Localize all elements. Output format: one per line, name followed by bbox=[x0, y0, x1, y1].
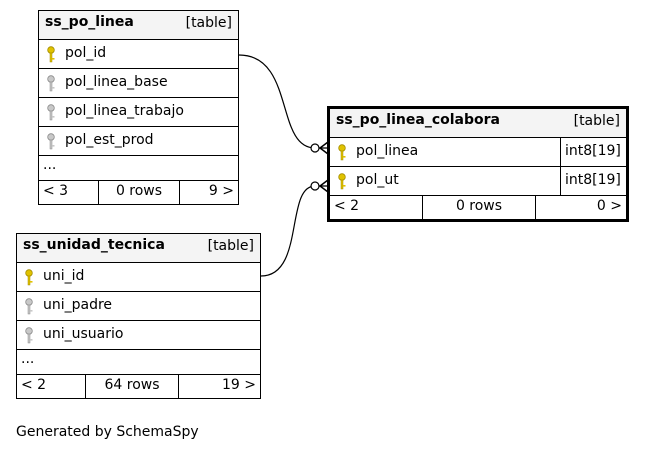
column-row[interactable]: pol_ut int8[19] bbox=[330, 167, 626, 196]
table-kind: [table] bbox=[573, 113, 620, 129]
more-columns-ellipsis: ... bbox=[21, 351, 35, 367]
index-key-icon bbox=[25, 327, 33, 344]
column-type: int8[19] bbox=[560, 167, 626, 195]
more-columns[interactable]: ... bbox=[39, 156, 238, 181]
column-name: pol_id bbox=[65, 45, 107, 61]
column-name: pol_linea bbox=[356, 143, 419, 159]
index-key-icon bbox=[47, 75, 55, 92]
row-count: 64 rows bbox=[85, 375, 179, 398]
table-kind: [table] bbox=[185, 15, 232, 31]
table-ss-unidad-tecnica[interactable]: ss_unidad_tecnica [table] uni_id uni_pad… bbox=[16, 233, 261, 399]
column-row[interactable]: pol_id bbox=[39, 40, 238, 69]
index-key-icon bbox=[47, 104, 55, 121]
index-key-icon bbox=[25, 298, 33, 315]
table-name: ss_po_linea_colabora bbox=[336, 112, 500, 128]
generated-by-label: Generated by SchemaSpy bbox=[16, 424, 199, 440]
primary-key-icon bbox=[25, 269, 33, 286]
row-count: 0 rows bbox=[422, 196, 536, 219]
parents-link[interactable]: < 2 bbox=[21, 377, 47, 393]
column-name: pol_linea_base bbox=[65, 74, 168, 90]
parents-link[interactable]: < 2 bbox=[334, 198, 360, 214]
table-footer: < 3 0 rows 9 > bbox=[39, 181, 238, 204]
column-name: uni_usuario bbox=[43, 326, 124, 342]
column-type: int8[19] bbox=[560, 138, 626, 166]
column-name: uni_padre bbox=[43, 297, 113, 313]
column-name: pol_est_prod bbox=[65, 132, 154, 148]
index-key-icon bbox=[47, 133, 55, 150]
column-name: pol_linea_trabajo bbox=[65, 103, 184, 119]
table-ss-po-linea[interactable]: ss_po_linea [table] pol_id pol_linea_bas… bbox=[38, 10, 239, 205]
column-row[interactable]: pol_linea_trabajo bbox=[39, 98, 238, 127]
table-header[interactable]: ss_po_linea [table] bbox=[39, 11, 238, 40]
table-header[interactable]: ss_unidad_tecnica [table] bbox=[17, 234, 260, 263]
children-link[interactable]: 19 > bbox=[222, 377, 256, 393]
relationship-pol-id-to-pol-linea bbox=[238, 54, 328, 149]
table-footer: < 2 0 rows 0 > bbox=[330, 196, 626, 219]
table-kind: [table] bbox=[207, 238, 254, 254]
more-columns-ellipsis: ... bbox=[43, 157, 57, 173]
children-link[interactable]: 0 > bbox=[596, 198, 622, 214]
relationship-optional-marker bbox=[310, 181, 320, 191]
column-row[interactable]: uni_usuario bbox=[17, 321, 260, 350]
relationship-uni-id-to-pol-ut bbox=[260, 185, 328, 277]
column-row[interactable]: pol_linea_base bbox=[39, 69, 238, 98]
table-name: ss_unidad_tecnica bbox=[23, 237, 165, 253]
children-link[interactable]: 9 > bbox=[208, 183, 234, 199]
primary-key-icon bbox=[338, 144, 346, 161]
column-name: uni_id bbox=[43, 268, 85, 284]
table-name: ss_po_linea bbox=[45, 14, 134, 30]
relationship-crowsfoot bbox=[318, 179, 329, 193]
table-footer: < 2 64 rows 19 > bbox=[17, 375, 260, 398]
column-row[interactable]: pol_linea int8[19] bbox=[330, 138, 626, 167]
table-ss-po-linea-colabora[interactable]: ss_po_linea_colabora [table] pol_linea i… bbox=[327, 106, 629, 222]
relationship-crowsfoot bbox=[318, 141, 329, 155]
column-row[interactable]: pol_est_prod bbox=[39, 127, 238, 156]
more-columns[interactable]: ... bbox=[17, 350, 260, 375]
parents-link[interactable]: < 3 bbox=[43, 183, 69, 199]
relationship-optional-marker bbox=[310, 143, 320, 153]
primary-key-icon bbox=[47, 46, 55, 63]
column-row[interactable]: uni_id bbox=[17, 263, 260, 292]
column-row[interactable]: uni_padre bbox=[17, 292, 260, 321]
column-name: pol_ut bbox=[356, 172, 399, 188]
row-count: 0 rows bbox=[98, 181, 180, 204]
table-header[interactable]: ss_po_linea_colabora [table] bbox=[330, 109, 626, 138]
primary-key-icon bbox=[338, 173, 346, 190]
